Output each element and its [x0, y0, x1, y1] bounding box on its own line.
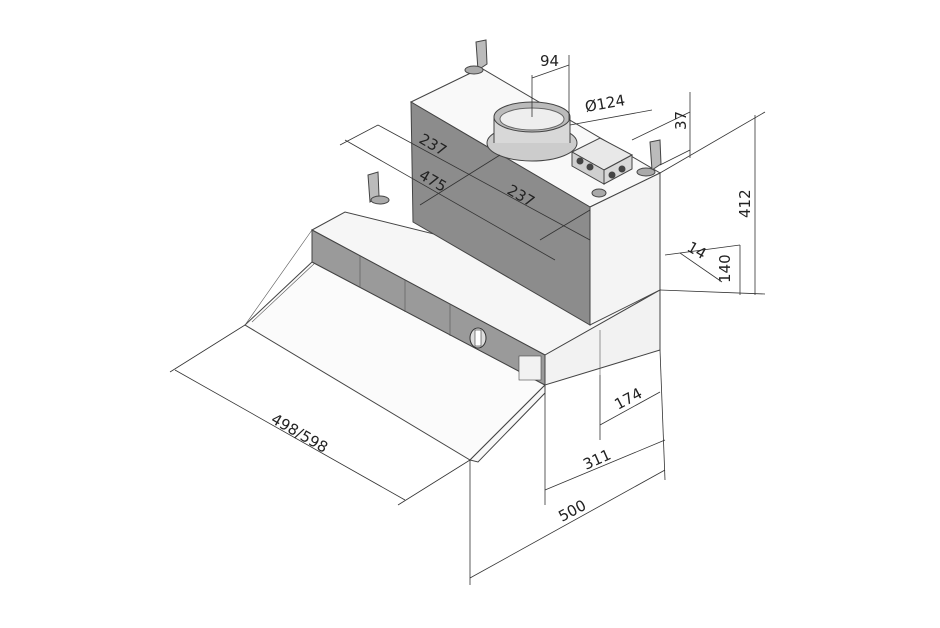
mounting-brackets — [367, 39, 662, 205]
dim-140: 140 — [716, 254, 734, 283]
dim-498-598: 498/598 — [268, 410, 331, 457]
canopy — [244, 211, 662, 463]
dim-94: 94 — [540, 52, 559, 70]
dim-diameter-124: Ø124 — [584, 91, 627, 116]
dim-14: 14 — [684, 238, 710, 263]
junction-box — [570, 137, 634, 198]
control-knob — [469, 327, 487, 349]
dim-311: 311 — [580, 446, 613, 474]
exhaust-spigot — [486, 101, 578, 162]
dimension-lines — [169, 55, 766, 585]
dim-412: 412 — [736, 189, 754, 218]
control-strip — [311, 229, 546, 386]
dim-37: 37 — [672, 111, 690, 130]
